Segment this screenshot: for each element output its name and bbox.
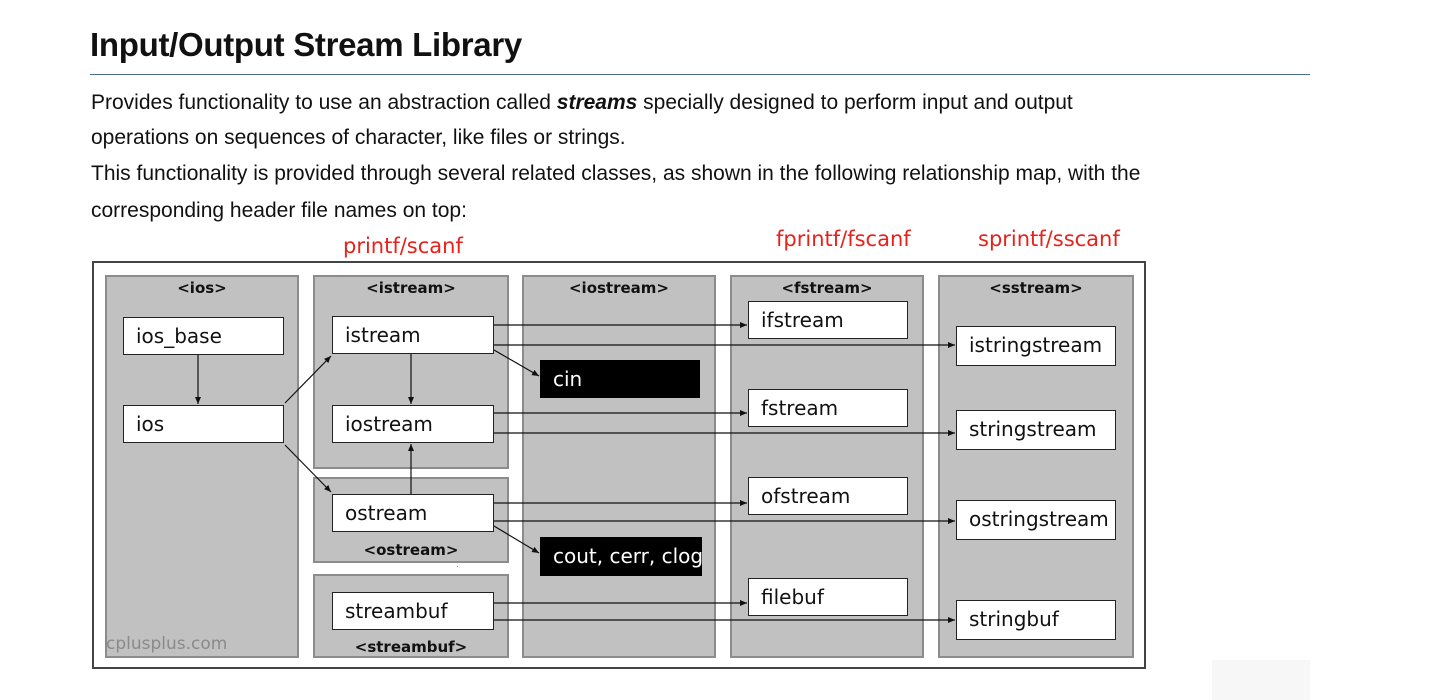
istream-class: istream bbox=[332, 316, 494, 354]
streambuf-class: streambuf bbox=[332, 592, 494, 630]
ifstream-class: ifstream bbox=[748, 301, 908, 339]
page-title: Input/Output Stream Library bbox=[90, 26, 522, 63]
ios-header: <ios> bbox=[177, 279, 227, 297]
intro-text-b: specially designed to perform input and … bbox=[637, 91, 1073, 114]
intro-line-3: This functionality is provided through s… bbox=[91, 162, 1141, 185]
ostream-class: ostream bbox=[332, 494, 494, 532]
fstream-annotation: fprintf/fscanf bbox=[776, 227, 911, 251]
fstream-header: <fstream> bbox=[781, 279, 873, 297]
ofstream-class: ofstream bbox=[748, 477, 908, 515]
iostream-column: <iostream> bbox=[522, 275, 716, 658]
istream-annotation: printf/scanf bbox=[343, 234, 463, 258]
fstream-class: fstream bbox=[748, 389, 908, 427]
intro-text-a: Provides functionality to use an abstrac… bbox=[91, 91, 557, 114]
iostream-header: <iostream> bbox=[568, 279, 669, 297]
ios-base-class: ios_base bbox=[123, 317, 284, 355]
ostream-header: <ostream> bbox=[363, 541, 459, 559]
istringstream-class: istringstream bbox=[956, 326, 1116, 366]
stringbuf-class: stringbuf bbox=[956, 600, 1116, 640]
ios-class: ios bbox=[123, 405, 284, 443]
cin-object: cin bbox=[540, 360, 700, 398]
title-divider bbox=[90, 74, 1310, 75]
ostringstream-class: ostringstream bbox=[956, 500, 1116, 540]
sstream-annotation: sprintf/sscanf bbox=[978, 227, 1120, 251]
intro-line-4: corresponding header file names on top: bbox=[91, 199, 467, 222]
istream-header: <istream> bbox=[366, 279, 456, 297]
corner-shade bbox=[1212, 660, 1310, 700]
cout-cerr-clog-object: cout, cerr, clog bbox=[540, 537, 703, 576]
intro-line-2: operations on sequences of character, li… bbox=[91, 126, 626, 149]
streams-emphasis: streams bbox=[556, 91, 638, 114]
iostream-class: iostream bbox=[332, 405, 494, 443]
sstream-header: <sstream> bbox=[989, 279, 1083, 297]
streambuf-header: <streambuf> bbox=[354, 638, 468, 656]
intro-line-1: Provides functionality to use an abstrac… bbox=[91, 85, 1073, 120]
stringstream-class: stringstream bbox=[956, 410, 1116, 450]
filebuf-class: filebuf bbox=[748, 578, 908, 616]
stray-dot bbox=[457, 566, 458, 567]
watermark: cplusplus.com bbox=[106, 634, 228, 654]
